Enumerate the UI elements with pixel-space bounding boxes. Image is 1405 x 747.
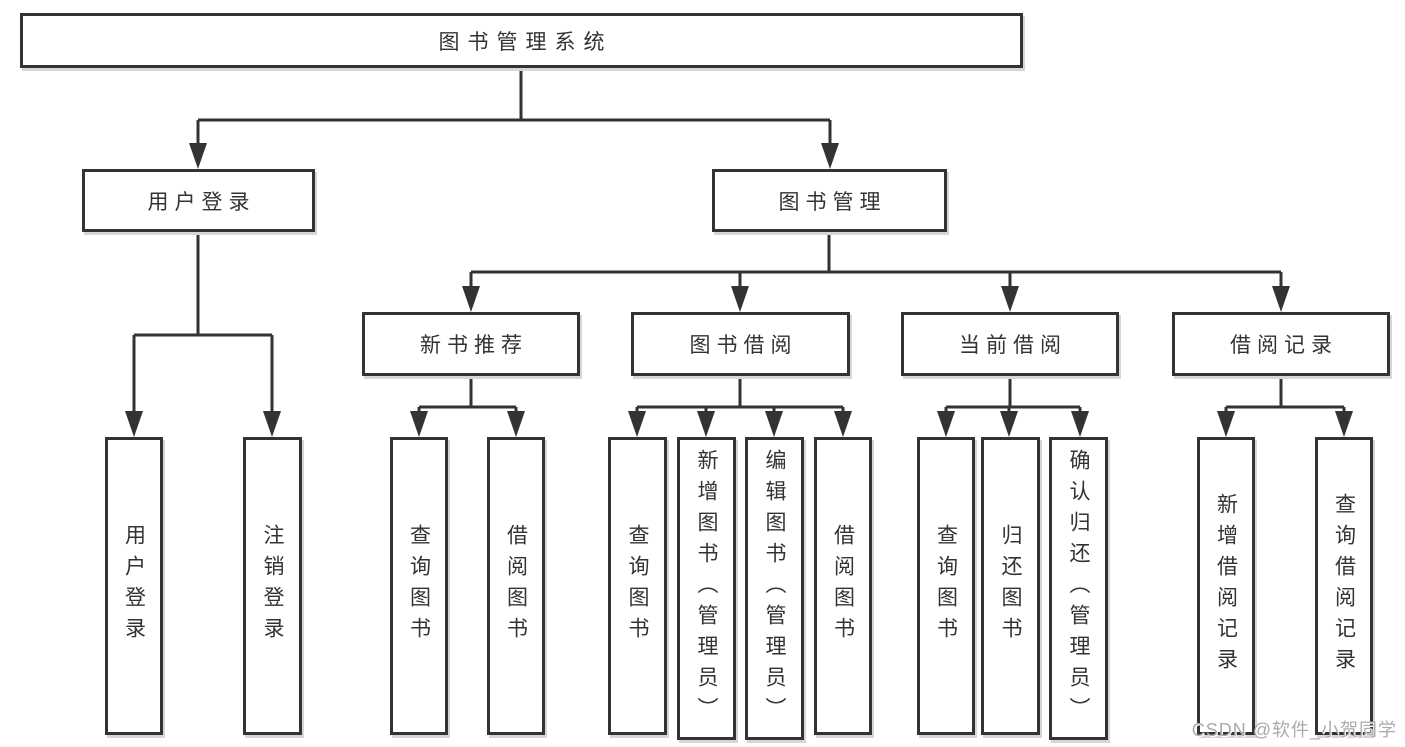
arrowhead	[507, 411, 525, 437]
arrowhead	[1000, 411, 1018, 437]
leaf-add-book-admin: 新增图书（管理员）	[677, 437, 736, 740]
leaf-borrow-books-recommend: 借阅图书	[487, 437, 545, 735]
node-current-borrow: 当前借阅	[901, 312, 1119, 376]
arrowhead	[125, 411, 143, 437]
leaf-add-borrow-record: 新增借阅记录	[1197, 437, 1255, 735]
arrowhead	[821, 143, 839, 169]
leaf-confirm-return-admin: 确认归还（管理员）	[1049, 437, 1108, 740]
node-borrow-record: 借阅记录	[1172, 312, 1390, 376]
arrowhead	[1001, 286, 1019, 312]
leaf-query-books-borrow: 查询图书	[608, 437, 667, 735]
leaf-query-books-current: 查询图书	[917, 437, 975, 735]
arrowhead	[462, 286, 480, 312]
node-new-book-recommend: 新书推荐	[362, 312, 580, 376]
arrowhead	[731, 286, 749, 312]
leaf-query-borrow-record: 查询借阅记录	[1315, 437, 1373, 735]
leaf-borrow-books: 借阅图书	[814, 437, 872, 735]
leaf-edit-book-admin: 编辑图书（管理员）	[745, 437, 804, 740]
arrowhead	[1272, 286, 1290, 312]
leaf-query-books-recommend: 查询图书	[390, 437, 448, 735]
arrowhead	[765, 411, 783, 437]
node-book-borrow: 图书借阅	[631, 312, 850, 376]
arrowhead	[1217, 411, 1235, 437]
leaf-return-book: 归还图书	[981, 437, 1040, 735]
arrowhead	[410, 411, 428, 437]
leaf-logout: 注销登录	[243, 437, 302, 735]
arrowhead	[834, 411, 852, 437]
node-book-management: 图书管理	[712, 169, 947, 232]
arrowhead	[189, 143, 207, 169]
arrowhead	[1335, 411, 1353, 437]
arrowhead	[1071, 411, 1089, 437]
arrowhead	[628, 411, 646, 437]
node-root: 图书管理系统	[20, 13, 1023, 68]
node-user-login: 用户登录	[82, 169, 315, 232]
arrowhead	[937, 411, 955, 437]
arrowhead	[697, 411, 715, 437]
leaf-user-login: 用户登录	[105, 437, 163, 735]
arrowhead	[263, 411, 281, 437]
